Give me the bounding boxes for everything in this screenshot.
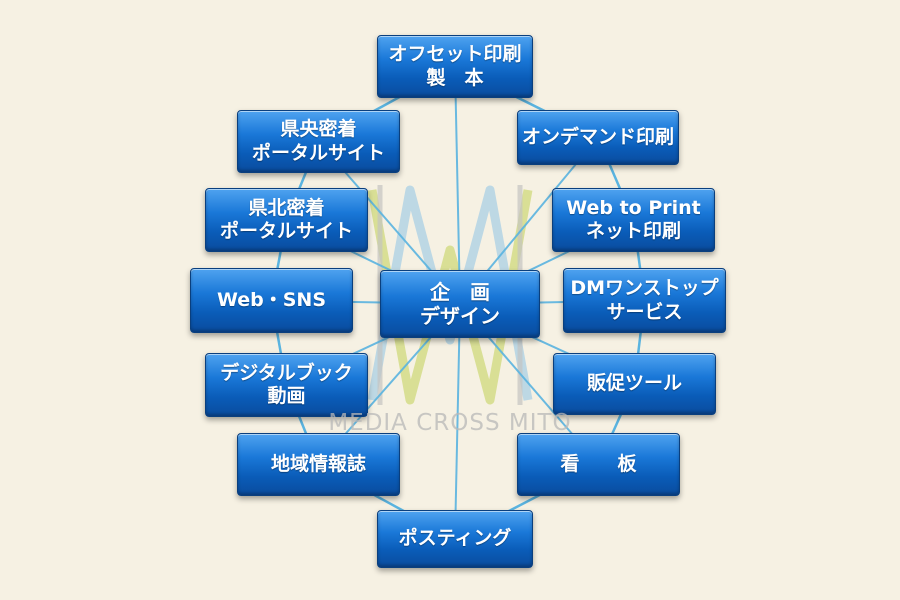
watermark-text: MEDIA CROSS MITO: [328, 410, 572, 436]
node-label: サービス: [606, 300, 683, 323]
node-label: ネット印刷: [585, 220, 681, 242]
node-label: オフセット印刷: [388, 43, 522, 66]
center-node-line: 企 画: [430, 279, 490, 304]
node-web-to-print: Web to Print ネット印刷: [552, 188, 715, 252]
node-label: 製 本: [426, 66, 484, 89]
node-posting: ポスティング: [377, 510, 533, 568]
center-node-planning-design: 企 画 デザイン: [380, 270, 540, 338]
node-regional-magazine: 地域情報誌: [237, 433, 400, 496]
node-kenpoku-portal: 県北密着 ポータルサイト: [205, 188, 368, 252]
node-label: 販促ツール: [586, 372, 682, 395]
node-label: ポータルサイト: [219, 220, 353, 242]
node-label: ポータルサイト: [251, 141, 385, 164]
connector-spoke: [454, 66, 461, 305]
node-label: 動画: [267, 385, 306, 407]
node-label: 県北密着: [248, 196, 325, 219]
connector-spoke: [454, 303, 461, 540]
node-promotional-tools: 販促ツール: [553, 353, 716, 415]
node-dm-one-stop: DMワンストップ サービス: [563, 268, 726, 333]
node-kenou-portal: 県央密着 ポータルサイト: [237, 110, 400, 173]
node-signboard: 看 板: [517, 433, 680, 496]
node-label: ポスティング: [398, 527, 512, 550]
node-label: Web・SNS: [216, 288, 327, 311]
node-label: デジタルブック: [220, 361, 353, 384]
node-label: Web to Print: [566, 196, 701, 219]
node-web-sns: Web・SNS: [190, 268, 353, 333]
node-offset-printing: オフセット印刷 製 本: [377, 35, 533, 98]
node-label: 県央密着: [280, 118, 357, 141]
node-label: 地域情報誌: [270, 452, 366, 475]
node-digital-book-video: デジタルブック 動画: [205, 353, 368, 417]
center-node-line: デザイン: [420, 304, 500, 328]
node-label: DMワンストップ: [570, 277, 719, 300]
node-label: 看 板: [560, 452, 637, 475]
node-ondemand-printing: オンデマンド印刷: [517, 110, 679, 165]
node-label: オンデマンド印刷: [521, 125, 674, 148]
